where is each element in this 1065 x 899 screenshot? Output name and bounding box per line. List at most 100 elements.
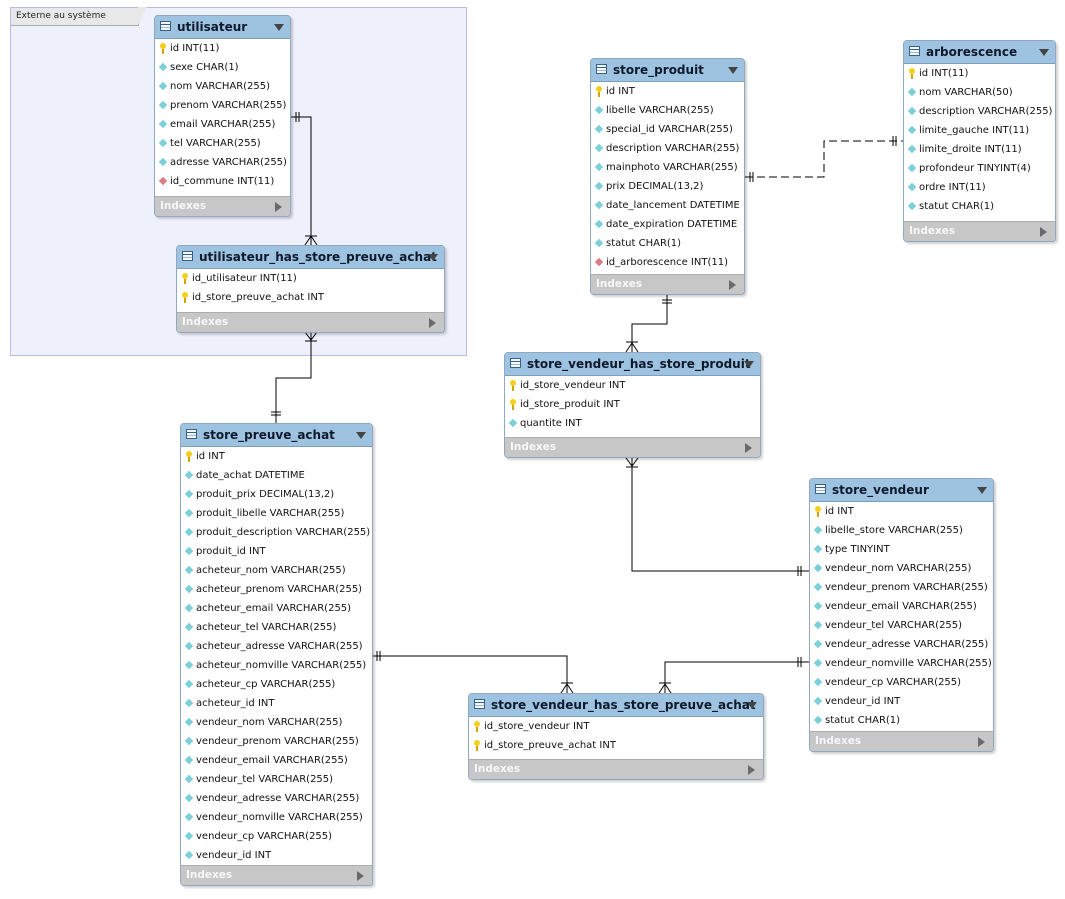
collapse-toggle-icon[interactable] [728, 67, 738, 74]
column-row[interactable]: id INT [591, 82, 744, 101]
column-row[interactable]: limite_droite INT(11) [904, 140, 1055, 159]
column-row[interactable]: produit_prix DECIMAL(13,2) [181, 485, 372, 504]
column-row[interactable]: statut CHAR(1) [904, 197, 1055, 216]
indexes-section[interactable]: Indexes [591, 274, 744, 294]
column-row[interactable]: limite_gauche INT(11) [904, 121, 1055, 140]
column-row[interactable]: produit_description VARCHAR(255) [181, 523, 372, 542]
column-row[interactable]: acheteur_adresse VARCHAR(255) [181, 637, 372, 656]
column-row[interactable]: date_lancement DATETIME [591, 196, 744, 215]
column-row[interactable]: statut CHAR(1) [591, 234, 744, 253]
indexes-section[interactable]: Indexes [505, 437, 760, 457]
table-header[interactable]: store_produit [591, 59, 744, 82]
column-row[interactable]: statut CHAR(1) [810, 711, 993, 730]
column-row[interactable]: acheteur_tel VARCHAR(255) [181, 618, 372, 637]
table-store-vendeur-has-store-produit[interactable]: store_vendeur_has_store_produit id_store… [504, 352, 761, 458]
column-row[interactable]: id_store_produit INT [505, 395, 760, 414]
collapse-toggle-icon[interactable] [274, 24, 284, 31]
column-row[interactable]: produit_libelle VARCHAR(255) [181, 504, 372, 523]
column-row[interactable]: vendeur_tel VARCHAR(255) [810, 616, 993, 635]
column-row[interactable]: date_expiration DATETIME [591, 215, 744, 234]
column-row[interactable]: profondeur TINYINT(4) [904, 159, 1055, 178]
column-row[interactable]: id_store_vendeur INT [469, 717, 763, 736]
column-row[interactable]: quantite INT [505, 414, 760, 433]
column-row[interactable]: vendeur_cp VARCHAR(255) [181, 827, 372, 846]
column-row[interactable]: adresse VARCHAR(255) [155, 153, 290, 172]
indexes-section[interactable]: Indexes [469, 759, 763, 779]
expand-arrow-icon[interactable] [429, 318, 436, 328]
expand-arrow-icon[interactable] [275, 202, 282, 212]
column-row[interactable]: prenom VARCHAR(255) [155, 96, 290, 115]
column-row[interactable]: acheteur_id INT [181, 694, 372, 713]
column-row[interactable]: vendeur_prenom VARCHAR(255) [810, 578, 993, 597]
table-header[interactable]: store_vendeur_has_store_preuve_achat [469, 694, 763, 717]
collapse-toggle-icon[interactable] [977, 487, 987, 494]
table-header[interactable]: store_vendeur_has_store_produit [505, 353, 760, 376]
column-row[interactable]: vendeur_cp VARCHAR(255) [810, 673, 993, 692]
column-row[interactable]: date_achat DATETIME [181, 466, 372, 485]
indexes-section[interactable]: Indexes [177, 312, 444, 332]
table-header[interactable]: store_preuve_achat [181, 424, 372, 447]
column-row[interactable]: vendeur_email VARCHAR(255) [810, 597, 993, 616]
column-row[interactable]: libelle_store VARCHAR(255) [810, 521, 993, 540]
column-row[interactable]: id INT [810, 502, 993, 521]
table-header[interactable]: arborescence [904, 41, 1055, 64]
column-row[interactable]: vendeur_nomville VARCHAR(255) [810, 654, 993, 673]
column-row[interactable]: tel VARCHAR(255) [155, 134, 290, 153]
collapse-toggle-icon[interactable] [747, 702, 757, 709]
column-row[interactable]: vendeur_nomville VARCHAR(255) [181, 808, 372, 827]
column-row[interactable]: id INT [181, 447, 372, 466]
column-row[interactable]: id INT(11) [155, 39, 290, 58]
expand-arrow-icon[interactable] [745, 443, 752, 453]
column-row[interactable]: id_store_vendeur INT [505, 376, 760, 395]
table-arborescence[interactable]: arborescence id INT(11)nom VARCHAR(50)de… [903, 40, 1056, 242]
table-utilisateur-has-store-preuve-achat[interactable]: utilisateur_has_store_preuve_achat id_ut… [176, 245, 445, 333]
table-header[interactable]: utilisateur [155, 16, 290, 39]
expand-arrow-icon[interactable] [978, 737, 985, 747]
indexes-section[interactable]: Indexes [904, 221, 1055, 241]
collapse-toggle-icon[interactable] [428, 254, 438, 261]
column-row[interactable]: nom VARCHAR(50) [904, 83, 1055, 102]
table-store-vendeur-has-store-preuve-achat[interactable]: store_vendeur_has_store_preuve_achat id_… [468, 693, 764, 780]
collapse-toggle-icon[interactable] [356, 432, 366, 439]
column-row[interactable]: ordre INT(11) [904, 178, 1055, 197]
column-row[interactable]: vendeur_adresse VARCHAR(255) [810, 635, 993, 654]
expand-arrow-icon[interactable] [748, 765, 755, 775]
collapse-toggle-icon[interactable] [744, 361, 754, 368]
column-row[interactable]: sexe CHAR(1) [155, 58, 290, 77]
column-row[interactable]: id_commune INT(11) [155, 172, 290, 191]
indexes-section[interactable]: Indexes [810, 731, 993, 751]
column-row[interactable]: id_arborescence INT(11) [591, 253, 744, 272]
column-row[interactable]: prix DECIMAL(13,2) [591, 177, 744, 196]
column-row[interactable]: vendeur_email VARCHAR(255) [181, 751, 372, 770]
column-row[interactable]: vendeur_prenom VARCHAR(255) [181, 732, 372, 751]
column-row[interactable]: vendeur_adresse VARCHAR(255) [181, 789, 372, 808]
column-row[interactable]: email VARCHAR(255) [155, 115, 290, 134]
column-row[interactable]: vendeur_id INT [181, 846, 372, 865]
column-row[interactable]: acheteur_cp VARCHAR(255) [181, 675, 372, 694]
indexes-section[interactable]: Indexes [155, 196, 290, 216]
expand-arrow-icon[interactable] [729, 280, 736, 290]
column-row[interactable]: id_store_preuve_achat INT [469, 736, 763, 755]
indexes-section[interactable]: Indexes [181, 865, 372, 885]
column-row[interactable]: id_utilisateur INT(11) [177, 269, 444, 288]
column-row[interactable]: id INT(11) [904, 64, 1055, 83]
column-row[interactable]: acheteur_prenom VARCHAR(255) [181, 580, 372, 599]
column-row[interactable]: acheteur_nomville VARCHAR(255) [181, 656, 372, 675]
table-header[interactable]: utilisateur_has_store_preuve_achat [177, 246, 444, 269]
expand-arrow-icon[interactable] [1040, 227, 1047, 237]
collapse-toggle-icon[interactable] [1039, 49, 1049, 56]
column-row[interactable]: vendeur_tel VARCHAR(255) [181, 770, 372, 789]
column-row[interactable]: vendeur_nom VARCHAR(255) [181, 713, 372, 732]
column-row[interactable]: acheteur_email VARCHAR(255) [181, 599, 372, 618]
column-row[interactable]: id_store_preuve_achat INT [177, 288, 444, 307]
table-utilisateur[interactable]: utilisateur id INT(11)sexe CHAR(1)nom VA… [154, 15, 291, 217]
column-row[interactable]: produit_id INT [181, 542, 372, 561]
column-row[interactable]: nom VARCHAR(255) [155, 77, 290, 96]
column-row[interactable]: vendeur_id INT [810, 692, 993, 711]
column-row[interactable]: type TINYINT [810, 540, 993, 559]
column-row[interactable]: mainphoto VARCHAR(255) [591, 158, 744, 177]
